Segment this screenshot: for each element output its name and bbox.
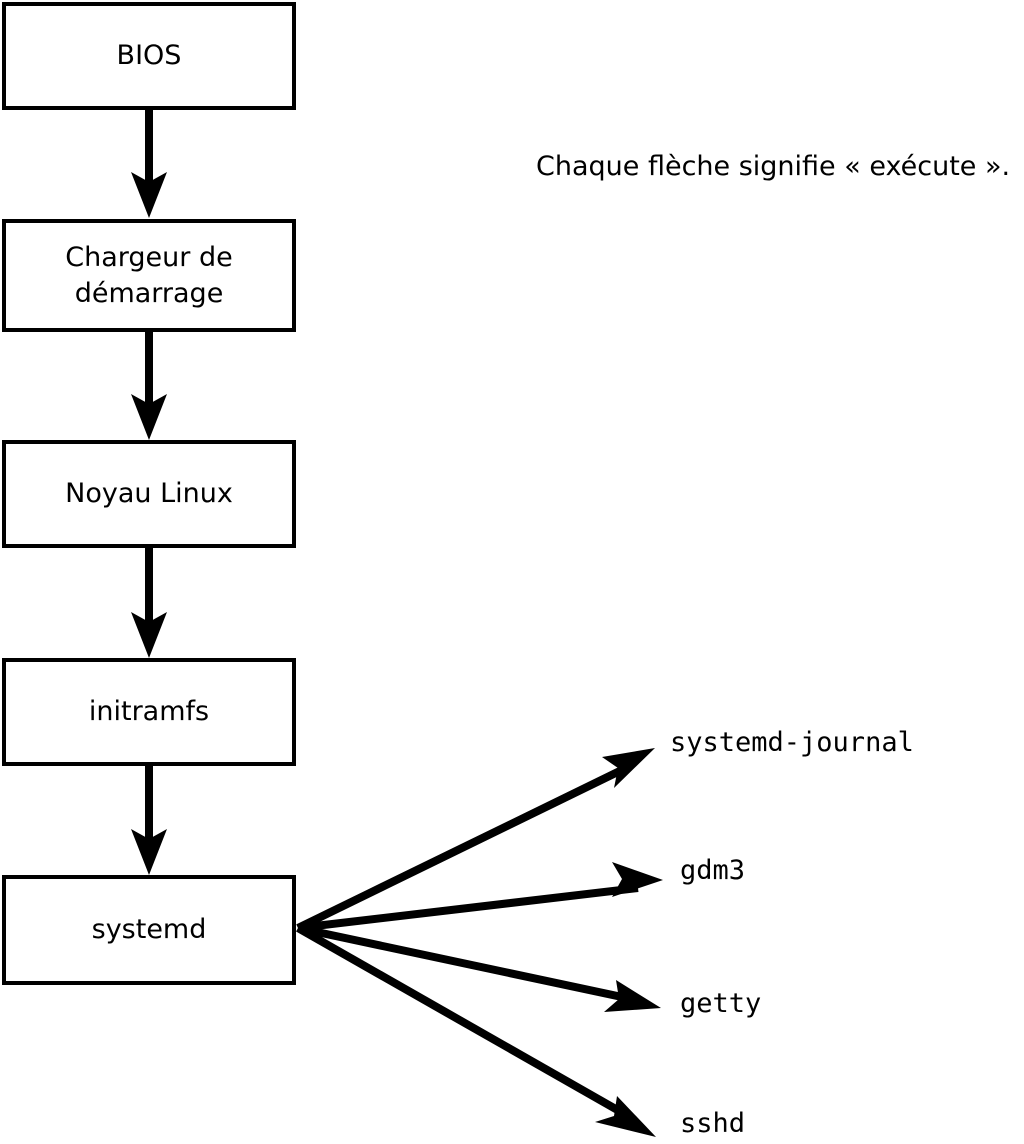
arrow-systemd-to-systemd-journal (296, 748, 655, 932)
node-initramfs[interactable]: initramfs (2, 658, 296, 766)
branch-label-systemd-journal[interactable]: systemd-journal (670, 727, 914, 758)
branch-label-gdm3[interactable]: gdm3 (680, 855, 746, 886)
node-bootloader-label: Chargeur de démarrage (65, 241, 233, 309)
node-initramfs-label: initramfs (88, 696, 210, 728)
arrow-bios-to-bootloader (131, 110, 167, 218)
arrow-initramfs-to-systemd (131, 766, 167, 875)
branch-label-getty[interactable]: getty (680, 988, 762, 1019)
arrow-kernel-to-initramfs (131, 548, 167, 658)
arrow-systemd-to-getty (297, 924, 661, 1012)
arrow-meaning-note: Chaque flèche signifie « exécute ». (536, 151, 1011, 182)
arrow-systemd-to-gdm3 (297, 862, 663, 932)
arrow-bootloader-to-kernel (131, 332, 167, 440)
node-kernel-label: Noyau Linux (65, 478, 233, 510)
node-bios[interactable]: BIOS (2, 2, 296, 110)
node-bios-label: BIOS (116, 40, 182, 72)
node-kernel[interactable]: Noyau Linux (2, 440, 296, 548)
branch-label-sshd[interactable]: sshd (680, 1108, 746, 1139)
arrow-systemd-to-sshd (296, 924, 656, 1137)
node-systemd[interactable]: systemd (2, 875, 296, 985)
node-systemd-label: systemd (91, 914, 207, 946)
node-bootloader[interactable]: Chargeur de démarrage (2, 219, 296, 332)
